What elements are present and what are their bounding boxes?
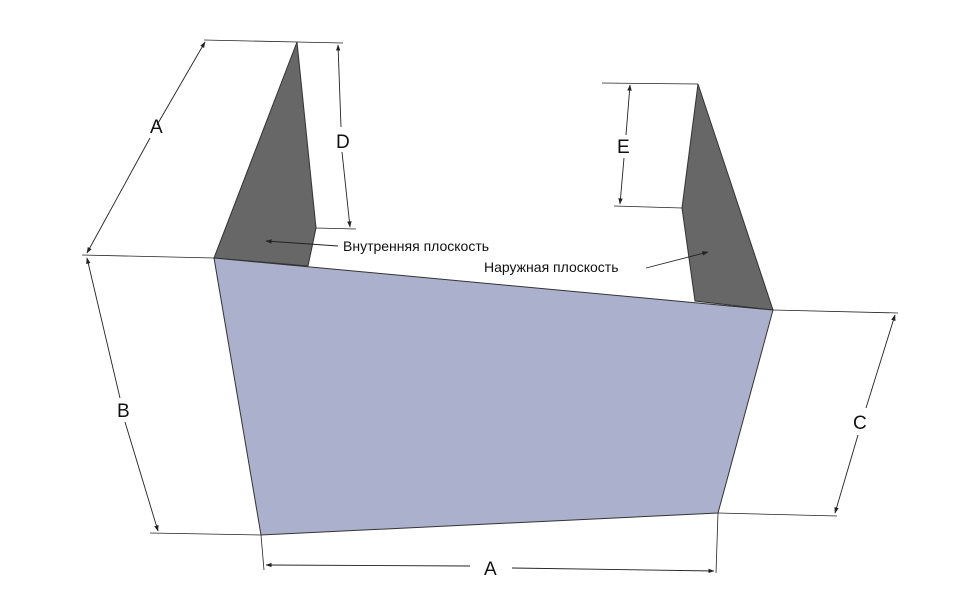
dimension-label-b: B [117, 401, 130, 422]
dimension-label-a-bottom: A [484, 559, 497, 580]
dimension-label-a-top: A [150, 117, 163, 138]
dimension-label-d: D [336, 132, 350, 153]
outer-plane-leader-arrow [645, 251, 709, 269]
right-wall-outer-plane [681, 83, 774, 311]
front-face [213, 257, 774, 536]
dimension-lines [86, 41, 896, 574]
dimension-label-e: E [617, 137, 630, 158]
dimension-label-c: C [853, 413, 867, 434]
outer-plane-label: Наружная плоскость [484, 259, 619, 275]
inner-plane-leader-arrow [265, 239, 339, 247]
extension-lines [81, 39, 899, 574]
inner-plane-label: Внутренняя плоскость [343, 238, 489, 254]
left-wall-inner-plane [213, 41, 317, 267]
